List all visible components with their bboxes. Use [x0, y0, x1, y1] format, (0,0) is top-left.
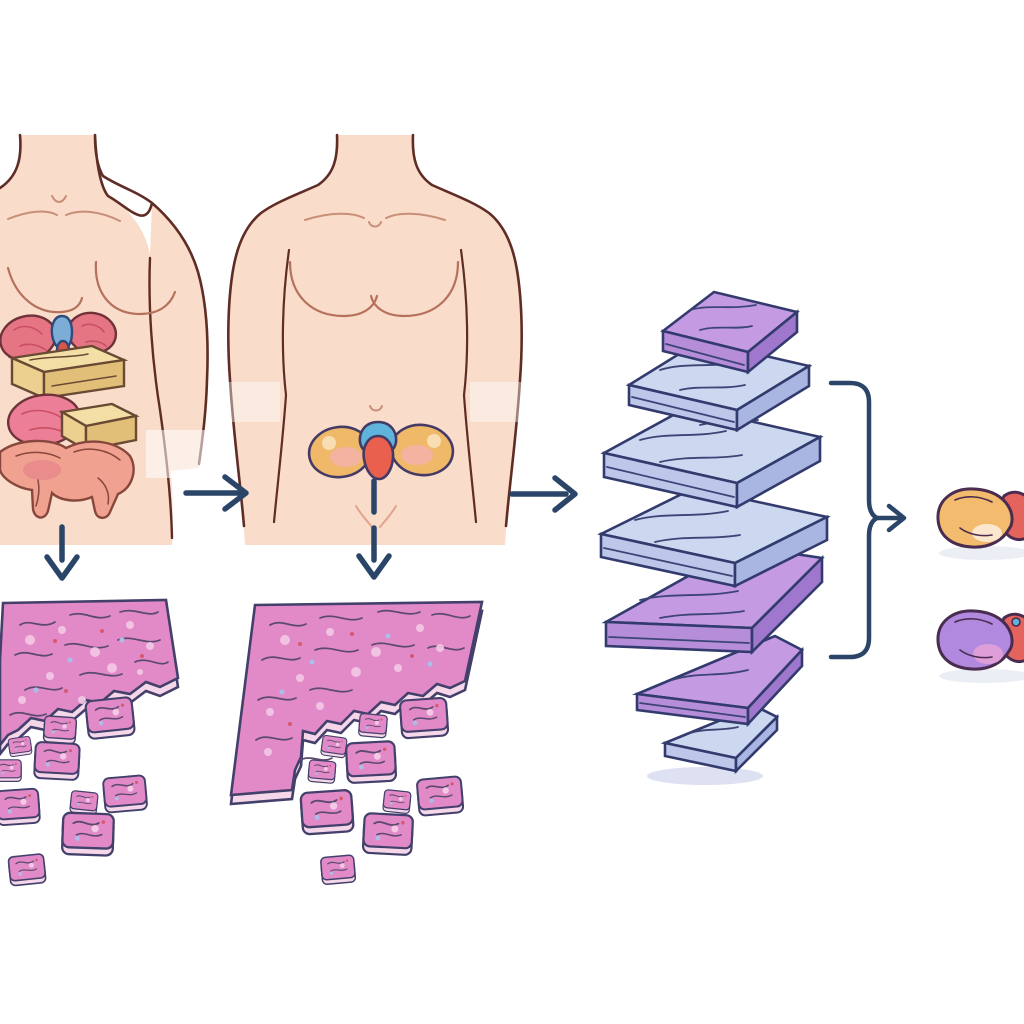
purple-ovary-blue-dot — [1011, 617, 1021, 627]
torso-left-outline — [0, 133, 209, 466]
squiggle-set — [255, 609, 471, 761]
salmon-streaks — [15, 448, 121, 507]
slab-texture — [606, 419, 759, 498]
salmon-tissue-mass — [0, 439, 135, 520]
arm-fade-middle-right — [470, 382, 522, 422]
slab-side — [746, 309, 799, 375]
tissue-left-specks-light — [18, 621, 154, 704]
yellow-ovary-icon — [936, 487, 1024, 560]
tissue-left-specks-blue — [33, 637, 125, 693]
slab-a-side — [42, 358, 126, 400]
organ-pair — [936, 487, 1024, 683]
yellow-ovary-highlight — [972, 524, 1002, 542]
slab-side — [735, 363, 811, 433]
tissue-sample-middle — [229, 600, 484, 886]
torso-left-breast-lines — [6, 260, 177, 316]
arm-fade-middle-left — [228, 382, 280, 422]
tissue-left-squiggles — [9, 609, 169, 717]
purple-ovary-inner — [973, 644, 1003, 664]
purple-ovary-creases — [954, 618, 993, 659]
tissue-middle-specks-light — [264, 624, 444, 756]
brace — [828, 380, 880, 660]
squiggle-set — [9, 609, 169, 717]
slide-stack — [597, 290, 831, 785]
arm-fade-left — [146, 430, 212, 478]
slab-side — [746, 646, 804, 728]
slab-texture — [665, 304, 757, 366]
tissue-middle-squiggles — [255, 609, 471, 761]
torso-middle-side-lines — [272, 248, 478, 524]
female-figure-middle — [227, 133, 523, 545]
slab-side — [750, 554, 824, 656]
flow-arrows — [44, 474, 578, 581]
slab-a-texture — [29, 353, 117, 387]
slab-texture — [639, 669, 749, 718]
purple-ovary-icon — [936, 609, 1024, 683]
ovary-right-inner — [401, 445, 433, 465]
brace-arrow — [874, 503, 907, 533]
brace-group — [828, 380, 907, 660]
tissue-middle-specks-blue — [279, 633, 433, 695]
yellow-tissue-slab-a — [7, 344, 129, 400]
torso-middle-navel — [369, 405, 383, 412]
yellow-ovary-creases — [954, 496, 993, 537]
slab-side — [735, 434, 822, 510]
ovary-left-highlight — [322, 436, 336, 450]
torso-middle-clavicles — [304, 212, 446, 228]
slab-texture — [689, 726, 739, 734]
tissue-left-specks-red — [53, 629, 144, 693]
torso-left-arm — [148, 203, 208, 472]
torso-middle-groin-lines — [355, 505, 397, 528]
arrow-down-middle — [356, 478, 392, 580]
slab-1-purple — [660, 290, 800, 375]
lobe-streaks — [13, 323, 107, 351]
ovary-right-highlight — [427, 434, 441, 448]
torso-middle-outline — [227, 133, 523, 528]
uterus-red — [362, 434, 395, 481]
slab-4-lavender — [597, 486, 831, 589]
yellow-ovary-shadow — [939, 546, 1024, 560]
slab-3-lavender — [600, 405, 824, 510]
slab-6-purple — [632, 634, 805, 728]
arrow-down-left — [44, 524, 80, 581]
abdominal-organ-pile — [0, 311, 140, 520]
pelvic-organ-icon — [307, 420, 455, 481]
slab-texture — [608, 590, 750, 644]
tissue-middle-top — [229, 600, 484, 797]
ovary-left-inner — [330, 447, 362, 467]
arrow-right-1 — [183, 474, 249, 512]
torso-left-hip-line — [148, 256, 174, 540]
slab-5-purple — [601, 544, 825, 656]
torso-middle-breasts — [288, 260, 460, 318]
slab-side — [733, 514, 829, 589]
arrow-right-2 — [509, 475, 578, 513]
tissue-middle-specks-red — [288, 632, 414, 726]
salmon-patch — [23, 460, 61, 480]
slab-side — [734, 713, 779, 775]
slab-texture — [603, 510, 741, 577]
stack-shadow — [647, 767, 763, 785]
torso-left-clavicle-lines — [7, 195, 121, 222]
salmon-mass — [0, 439, 135, 520]
tissue-sample-left — [0, 598, 180, 887]
purple-ovary-shadow — [939, 669, 1024, 683]
